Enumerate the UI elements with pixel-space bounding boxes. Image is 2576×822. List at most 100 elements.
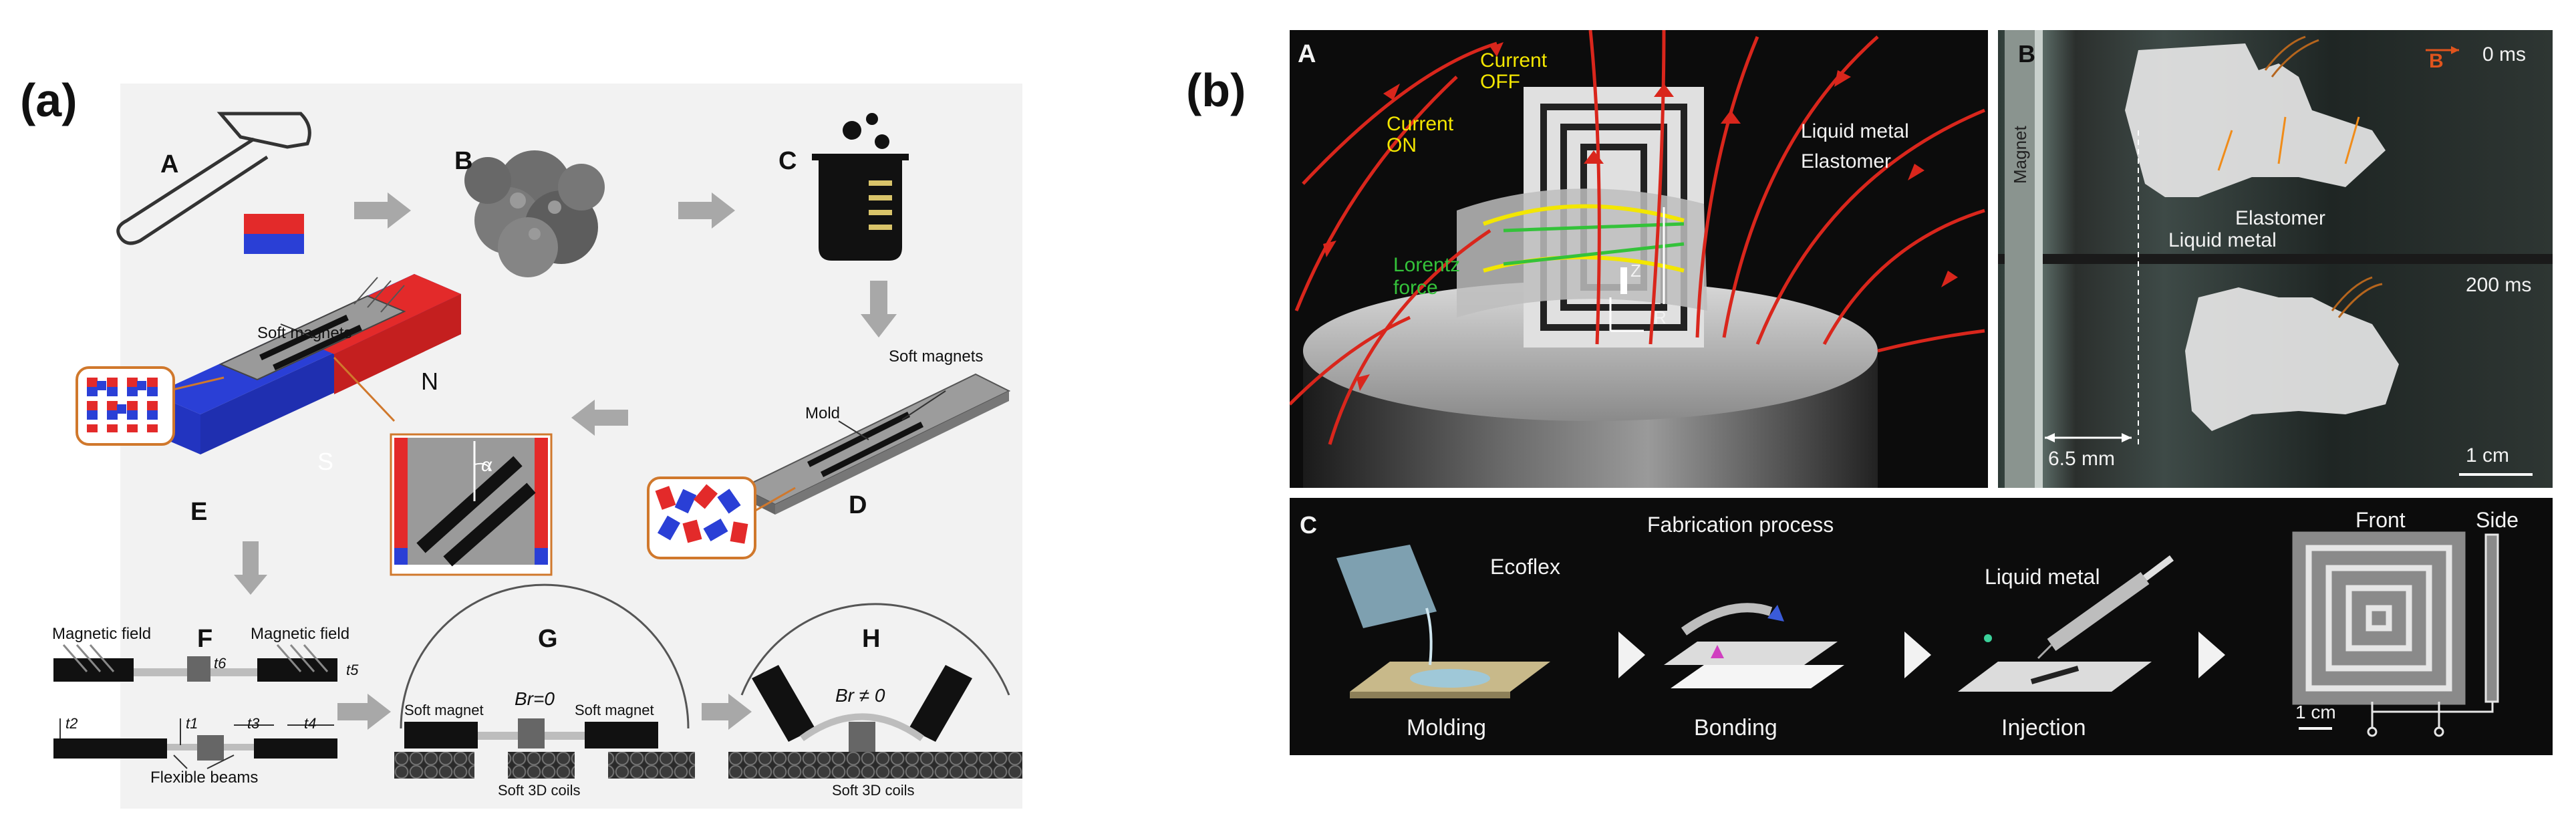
lorentz-force-label: Lorentz force — [1393, 254, 1461, 299]
process-arrow — [861, 281, 897, 337]
step-label-f: F — [197, 625, 213, 653]
g-coils-label: Soft 3D coils — [498, 782, 581, 799]
axis-marker — [1620, 267, 1627, 294]
hammer-icon — [116, 112, 311, 245]
process-arrow — [234, 541, 267, 595]
robot-shape-top — [2125, 43, 2386, 197]
mold-plate — [740, 373, 1011, 516]
magnet-edge — [2035, 30, 2043, 488]
step-label-h: H — [862, 625, 881, 653]
step-arrow — [1904, 632, 1931, 678]
north-pole-label: N — [421, 368, 438, 395]
t1-label: t1 — [186, 715, 198, 732]
liquid-metal-label: Liquid metal — [2168, 229, 2277, 251]
robot-shape-bottom — [2185, 287, 2399, 431]
coil-views — [2292, 531, 2499, 705]
g-soft-magnet-label: Soft magnet — [575, 702, 654, 718]
step-label-b: B — [454, 147, 473, 175]
coil-leads — [2367, 702, 2494, 737]
flexible-beams-label: Flexible beams — [150, 769, 259, 787]
process-arrow — [702, 694, 752, 730]
process-arrow — [571, 400, 628, 436]
beam-design-top — [53, 644, 337, 682]
subpanel-tag-b: B — [2018, 40, 2035, 67]
t3-label: t3 — [247, 715, 260, 732]
h-field-label: Br ≠ 0 — [835, 685, 885, 706]
random-magnets-inset — [647, 476, 756, 559]
orientation-inset — [390, 433, 553, 576]
step-label-d: D — [849, 491, 867, 519]
panel-a: A B C D E F G H Soft magnets Soft magnet… — [20, 20, 1022, 809]
step-label-injection: Injection — [2001, 715, 2086, 740]
magnet-bar — [2005, 30, 2035, 488]
liquid-metal-label: Liquid metal — [1985, 565, 2100, 589]
front-label: Front — [2355, 508, 2406, 532]
subpanel-tag-c: C — [1300, 511, 1317, 539]
step-arrow — [1618, 632, 1645, 678]
ecoflex-label: Ecoflex — [1490, 555, 1560, 579]
panel-a-tag: (a) — [20, 74, 78, 126]
t6-label: t6 — [214, 655, 227, 672]
scale-bar-label: 1 cm — [2295, 702, 2336, 722]
step-label-g: G — [538, 625, 558, 653]
panel-b-subpanel-a: A Current OFF Current ON Liquid metal El… — [1290, 30, 1988, 488]
h-coils-label: Soft 3D coils — [832, 782, 915, 799]
process-arrow — [337, 694, 391, 730]
displacement-label: 6.5 mm — [2048, 448, 2116, 470]
subpanel-tag-a: A — [1298, 40, 1316, 68]
field-render — [1290, 30, 1985, 488]
t4-label: t4 — [304, 715, 317, 732]
t2-label: t2 — [65, 715, 78, 732]
aligned-magnets-inset — [76, 366, 175, 446]
side-label: Side — [2476, 508, 2519, 532]
liquid-metal-label: Liquid metal — [1801, 120, 1909, 142]
beam-design-bottom — [53, 718, 337, 769]
coil-array-g — [394, 752, 695, 779]
actuator-state-off — [394, 583, 695, 779]
magnet-label: Magnet — [2010, 126, 2030, 184]
g-field-label: Br=0 — [515, 688, 555, 709]
step-label-e: E — [190, 498, 208, 526]
magnet-red-half — [244, 214, 304, 234]
step-label-bonding: Bonding — [1694, 715, 1777, 740]
process-arrow — [354, 192, 735, 229]
t5-label: t5 — [346, 662, 359, 678]
magnet-blue-half — [244, 234, 304, 254]
axis-r-label: R — [1654, 307, 1667, 327]
elastomer-label: Elastomer — [2235, 207, 2326, 229]
fabrication-steps — [1336, 531, 2499, 737]
alpha-label: α — [481, 454, 492, 475]
step-arrow — [2198, 632, 2225, 678]
coil-array-h — [728, 752, 1022, 779]
g-soft-magnet-label: Soft magnet — [404, 702, 484, 718]
field-arrows — [1323, 42, 1958, 391]
soft-magnets-label: Soft magnets — [257, 324, 352, 342]
coil-gap — [575, 752, 608, 779]
beaker-icon — [812, 113, 909, 261]
panel-b-subpanel-b: B Magnet B 0 ms 200 ms Elastomer Liquid … — [1998, 30, 2553, 488]
bonding-step — [1664, 603, 1844, 688]
axis-z-label: Z — [1630, 261, 1641, 281]
step-label-c: C — [778, 147, 797, 175]
magnetic-field-label: Magnetic field — [251, 625, 350, 643]
molding-step — [1336, 545, 1550, 698]
current-on-label: Current ON — [1387, 113, 1454, 156]
powder-icon — [464, 150, 605, 277]
coil-card — [1457, 87, 1707, 348]
time-label-bottom: 200 ms — [2466, 274, 2532, 296]
south-pole-label: S — [317, 448, 334, 475]
elastomer-label: Elastomer — [1801, 150, 1892, 172]
mold-label: Mold — [805, 404, 841, 422]
time-label-top: 0 ms — [2482, 43, 2527, 65]
scale-bar-label: 1 cm — [2466, 444, 2510, 466]
current-off-label: Current OFF — [1480, 49, 1548, 93]
step-label-molding: Molding — [1407, 715, 1487, 740]
panel-b-tag: (b) — [1186, 64, 1246, 116]
magnet-block — [138, 274, 461, 454]
coil-gap — [474, 752, 508, 779]
panel-b-subpanel-c: C Fabrication process Ecoflex Liquid met… — [1290, 498, 2553, 755]
robot-photos — [2045, 35, 2533, 476]
magnetic-field-label: Magnetic field — [52, 625, 152, 643]
fabrication-title: Fabrication process — [1647, 513, 1834, 537]
field-lines — [1290, 30, 1985, 445]
